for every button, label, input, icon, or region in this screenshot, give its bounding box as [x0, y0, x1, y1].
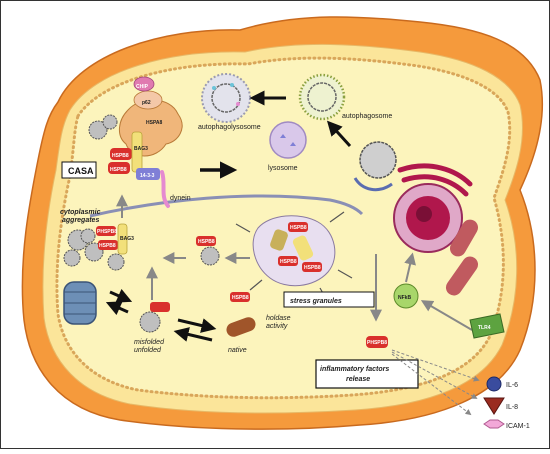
il6-label: IL-6	[506, 382, 518, 389]
hspb8-label-sg-3: HSPB8	[304, 265, 321, 271]
nucleus	[393, 183, 463, 253]
protein-1433-label: 14-3-3	[140, 173, 155, 179]
arrow-agg-right	[109, 288, 133, 303]
cytoplasmic-aggregates-label: cytoplasmic aggregates	[60, 209, 102, 224]
cytoplasmic-aggregates-label-line-1: cytoplasmic	[60, 209, 101, 216]
cytoplasmic-aggregates-label-line-2: aggregates	[62, 217, 99, 224]
stress-granules-box	[283, 291, 375, 308]
mitochondrion-1	[450, 219, 478, 257]
il6-molecule	[486, 376, 502, 392]
bag3-label-agg: BAG3	[120, 236, 134, 242]
inflammatory-release-line-1: inflammatory factors	[320, 366, 389, 373]
inflammatory-release-line-2: release	[346, 376, 370, 383]
arrow-to-autophagosome	[326, 120, 352, 148]
holdase-label: holdase activity	[266, 315, 292, 330]
misfolded-label-line-2: unfolded	[134, 347, 162, 354]
hspb8-complex-center	[196, 236, 220, 266]
stress-granules-label: stress granules	[290, 298, 342, 305]
casa-box	[61, 161, 97, 179]
hspb8-label-center: HSPB8	[198, 239, 215, 245]
aggresome	[63, 281, 97, 325]
native-protein	[226, 317, 256, 337]
casa-complex	[88, 76, 183, 208]
hspb8-label-sg-2: HSPB8	[280, 259, 297, 265]
hspb8-label-casa-1: HSPB8	[112, 153, 129, 159]
misfolded-protein	[139, 311, 161, 333]
hspb8-bag3-aggregate	[96, 223, 128, 271]
hspb8-label-sg-1: HSPB8	[290, 225, 307, 231]
nfkb-molecule	[393, 283, 419, 309]
dynein-label: dynein	[170, 195, 191, 202]
phsph8-label-release: PHSPB8	[367, 340, 387, 346]
arrow-agg-left	[105, 301, 129, 316]
p62-label: p62	[142, 100, 151, 106]
chip-label: CHIP	[136, 84, 149, 90]
hspb8-holdase	[230, 292, 250, 302]
arrow-tlr4-to-nfkb	[420, 300, 473, 331]
icam1-label: ICAM-1	[506, 423, 530, 430]
tlr4-receptor	[469, 313, 505, 339]
bag3-label-casa: BAG3	[134, 146, 148, 152]
autophagosome-vesicle	[298, 73, 346, 121]
cytoplasmic-aggregate-cluster	[63, 228, 104, 267]
phsph8-label-agg: PHSPB8	[97, 229, 117, 235]
nfkb-label: NFkB	[398, 295, 411, 301]
autophagosome-label: autophagosome	[342, 113, 392, 120]
tlr4-label: TLR4	[478, 325, 491, 331]
hspb8-label-agg: HSPB8	[99, 243, 116, 249]
aggregate-cargo	[353, 141, 397, 192]
holdase-label-line-2: activity	[266, 323, 288, 330]
holdase-label-line-1: holdase	[266, 315, 291, 322]
casa-label: CASA	[68, 166, 94, 176]
il8-molecule	[483, 397, 505, 415]
native-label: native	[228, 347, 247, 354]
arrow-to-icam1	[391, 353, 472, 416]
inflammatory-release-box	[315, 359, 419, 389]
arrow-misfold-to-native	[177, 318, 217, 333]
hspa8-label: HSPA8	[146, 120, 163, 126]
arrow-native-to-misfold	[173, 327, 213, 342]
misfolded-label-line-1: misfolded	[134, 339, 165, 346]
hspb8-complex-left	[150, 302, 170, 312]
arrow-nfkb-to-nucleus	[404, 252, 416, 283]
icam1-molecule	[483, 419, 505, 429]
hspb8-label-holdase: HSPB8	[232, 295, 249, 301]
inflammatory-release-label: inflammatory factors release	[320, 366, 391, 383]
rough-er	[397, 163, 473, 197]
lysosome-vesicle	[269, 121, 307, 159]
stress-granule	[235, 211, 353, 303]
arrow-to-il6	[391, 349, 480, 382]
il8-label: IL-8	[506, 404, 518, 411]
lysosome-label: lysosome	[268, 165, 298, 172]
autophagolysosome-label: autophagolysosome	[198, 124, 261, 131]
phsph8-release	[366, 336, 388, 348]
microtubule	[89, 194, 364, 218]
autophagolysosome-vesicle	[201, 73, 251, 123]
hspb8-label-casa-2: HSPB8	[110, 167, 127, 173]
mitochondrion-2	[445, 256, 479, 296]
arrow-to-il8	[391, 351, 478, 399]
misfolded-label: misfolded unfolded	[134, 339, 166, 354]
